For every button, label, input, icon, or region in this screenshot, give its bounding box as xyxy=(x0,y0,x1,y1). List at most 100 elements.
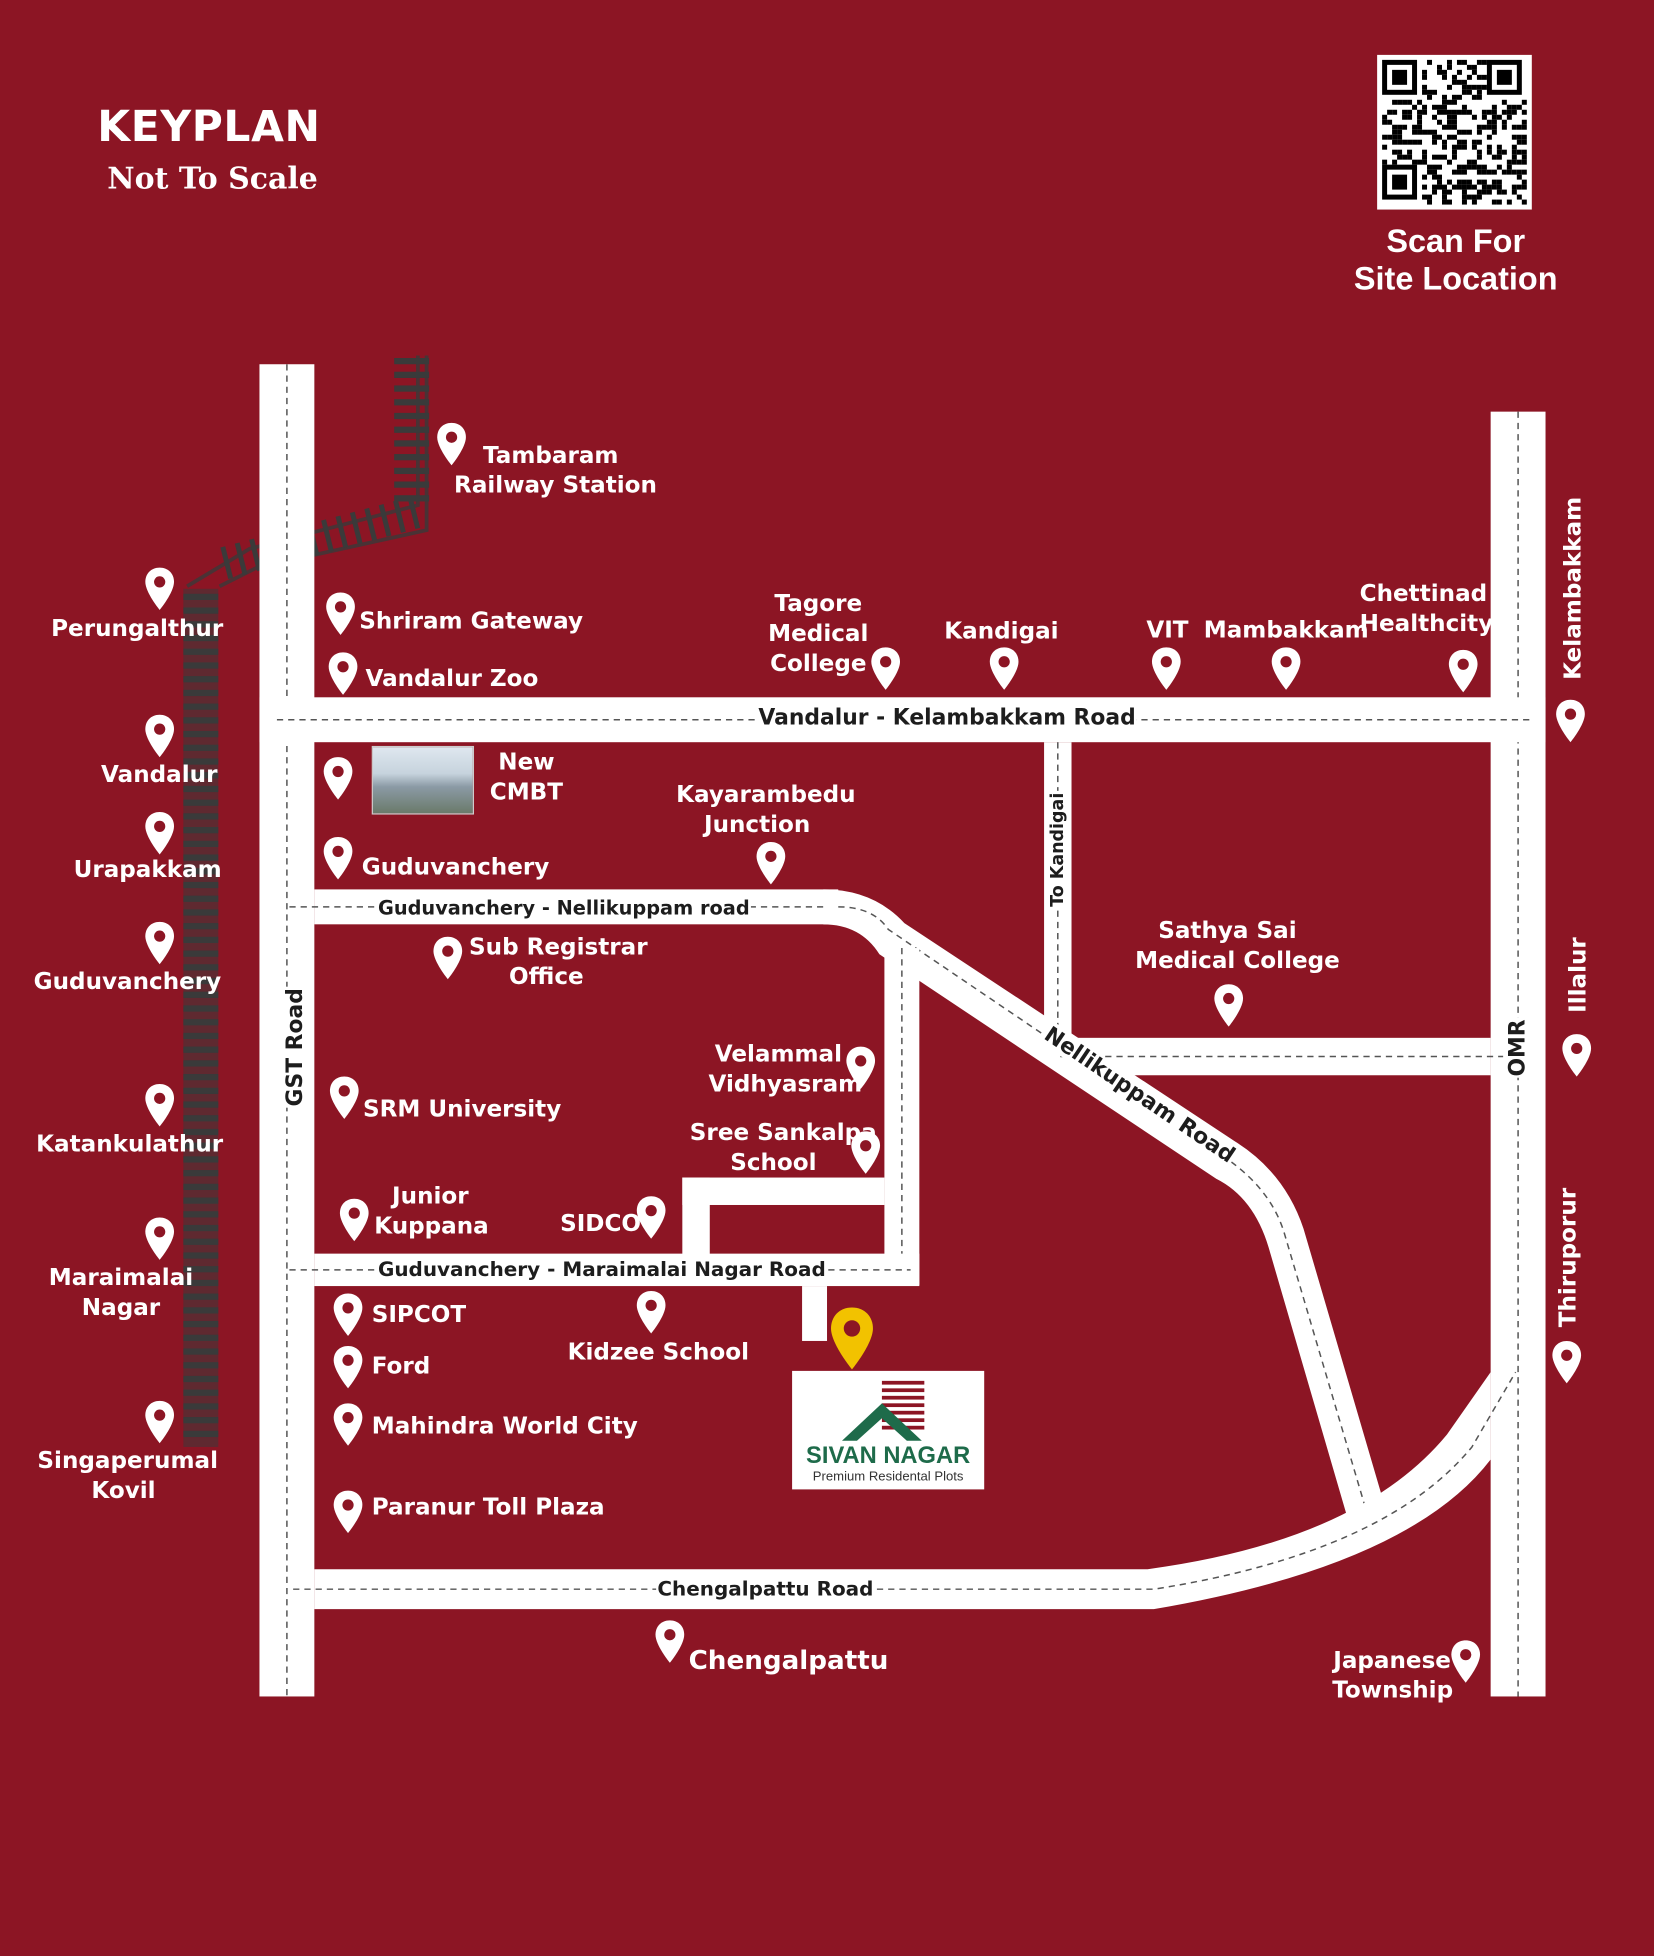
label-sankalpa-line1: Sree Sankalpa xyxy=(689,1120,877,1147)
label-illalur: Illalur xyxy=(1565,937,1592,1013)
label-sathya-sai-line2: Medical College xyxy=(1135,948,1340,975)
road-label-guduvanchery-nellikuppam: Guduvanchery - Nellikuppam road xyxy=(376,896,751,920)
label-chettinad-healthcity: Chettinad Healthcity xyxy=(1359,580,1494,640)
sivan-nagar-logo: SIVAN NAGAR Premium Residental Plots xyxy=(792,1370,985,1490)
label-ford: Ford xyxy=(371,1353,431,1380)
kidzee-school-pin-icon[interactable] xyxy=(635,1290,667,1335)
ford-pin-icon[interactable] xyxy=(332,1345,364,1390)
mambakkam-pin-icon[interactable] xyxy=(1270,646,1302,691)
urapakkam-pin-icon[interactable] xyxy=(143,811,175,856)
label-tagore-line3: College xyxy=(770,651,867,678)
kandigai-pin-icon[interactable] xyxy=(988,646,1020,691)
velammal-vidhyasram-pin-icon[interactable] xyxy=(844,1045,876,1090)
label-chettinad-line1: Chettinad xyxy=(1359,581,1488,608)
qr-caption-line-1: Scan For xyxy=(1386,222,1526,260)
vit-pin-icon[interactable] xyxy=(1150,646,1182,691)
project-tagline: Premium Residental Plots xyxy=(812,1469,964,1485)
label-velammal-line2: Vidhyasram xyxy=(708,1071,863,1098)
road-label-gst: GST Road xyxy=(283,986,309,1108)
label-sankalpa-line2: School xyxy=(730,1150,817,1177)
mahindra-world-city-pin-icon[interactable] xyxy=(332,1402,364,1447)
label-japanese-township: Japanese Township xyxy=(1332,1647,1454,1707)
label-maraimalai-line2: Nagar xyxy=(81,1294,161,1321)
qr-code[interactable] xyxy=(1377,54,1532,210)
guduvanchery-pin-icon[interactable] xyxy=(322,836,354,881)
label-kidzee-school: Kidzee School xyxy=(567,1339,750,1366)
label-kayarambedu-line1: Kayarambedu xyxy=(676,782,856,809)
label-chettinad-line2: Healthcity xyxy=(1359,611,1494,638)
project-access-road xyxy=(802,1286,828,1341)
label-kayarambedu-line2: Junction xyxy=(703,812,811,839)
illalur-pin-icon[interactable] xyxy=(1560,1033,1592,1078)
road-label-chengalpattu: Chengalpattu Road xyxy=(656,1576,875,1601)
kayarambedu-junction-pin-icon[interactable] xyxy=(755,841,787,886)
label-tambaram-railway-station: Tambaram Railway Station xyxy=(454,442,657,502)
label-sathya-sai-medical-college: Sathya Sai Medical College xyxy=(1135,917,1340,977)
label-tagore-line2: Medical xyxy=(768,621,869,648)
label-srm-university: SRM University xyxy=(362,1096,562,1123)
srm-university-pin-icon[interactable] xyxy=(328,1075,360,1120)
chengalpattu-pin-icon[interactable] xyxy=(654,1619,686,1664)
japanese-township-pin-icon[interactable] xyxy=(1449,1639,1481,1684)
road-label-guduvanchery-maraimalai: Guduvanchery - Maraimalai Nagar Road xyxy=(376,1257,827,1282)
label-cmbt-line2: CMBT xyxy=(489,779,564,806)
label-kelambakkam: Kelambakkam xyxy=(1560,496,1587,680)
qr-caption: Scan For Site Location xyxy=(1322,222,1589,297)
label-velammal-line1: Velammal xyxy=(714,1041,843,1068)
project-name: SIVAN NAGAR xyxy=(806,1443,971,1470)
label-guduvanchery-station: Guduvanchery xyxy=(33,969,222,996)
label-kayarambedu-junction: Kayarambedu Junction xyxy=(676,781,856,841)
guduvanchery-station-pin-icon[interactable] xyxy=(143,921,175,966)
label-katankulathur: Katankulathur xyxy=(36,1131,224,1158)
sipcot-pin-icon[interactable] xyxy=(332,1292,364,1337)
label-vandalur: Vandalur xyxy=(101,762,218,789)
label-junior-line1: Junior xyxy=(392,1183,469,1210)
label-shriram-gateway: Shriram Gateway xyxy=(359,608,584,635)
sathya-sai-medical-college-pin-icon[interactable] xyxy=(1212,983,1244,1028)
label-urapakkam: Urapakkam xyxy=(73,856,222,884)
label-kandigai: Kandigai xyxy=(944,618,1059,645)
katankulathur-pin-icon[interactable] xyxy=(143,1083,175,1128)
new-cmbt-pin-icon[interactable] xyxy=(322,756,354,801)
road-label-vandalur-kelambakkam: Vandalur - Kelambakkam Road xyxy=(757,706,1137,731)
tambaram-railway-station-pin-icon[interactable] xyxy=(435,422,467,467)
tagore-medical-college-pin-icon[interactable] xyxy=(869,646,901,691)
label-perungalthur: Perungalthur xyxy=(51,616,224,643)
sree-sankalpa-school-pin-icon[interactable] xyxy=(849,1130,881,1175)
label-chengalpattu: Chengalpattu xyxy=(688,1645,889,1676)
chettinad-healthcity-pin-icon[interactable] xyxy=(1447,649,1479,694)
vandalur-pin-icon[interactable] xyxy=(143,714,175,759)
keyplan-title: KEYPLAN xyxy=(97,102,321,153)
label-thiruporur: Thiruporur xyxy=(1555,1187,1582,1328)
label-cmbt-line1: New xyxy=(498,749,555,776)
shriram-gateway-pin-icon[interactable] xyxy=(324,591,356,636)
sidco-pin-icon[interactable] xyxy=(635,1195,667,1240)
project-location-pin-icon[interactable] xyxy=(828,1305,875,1372)
label-japanese-line2: Township xyxy=(1332,1677,1454,1704)
label-tagore-medical-college: Tagore Medical College xyxy=(763,590,873,680)
chengalpattu-road xyxy=(314,1372,1491,1610)
vandalur-zoo-pin-icon[interactable] xyxy=(327,651,359,696)
junior-kuppana-pin-icon[interactable] xyxy=(338,1198,370,1243)
thiruporur-pin-icon[interactable] xyxy=(1551,1340,1583,1385)
maraimalai-nagar-pin-icon[interactable] xyxy=(143,1216,175,1261)
label-sub-registrar-office: Sub Registrar Office xyxy=(469,933,648,993)
qr-caption-line-2: Site Location xyxy=(1353,259,1558,297)
label-singaperumal-kovil: Singaperumal Kovil xyxy=(37,1447,218,1507)
label-guduvanchery: Guduvanchery xyxy=(361,854,550,881)
label-sidco: SIDCO xyxy=(560,1211,642,1238)
label-singaperumal-line1: Singaperumal xyxy=(37,1448,218,1475)
perungalthur-pin-icon[interactable] xyxy=(143,566,175,611)
label-velammal-vidhyasram: Velammal Vidhyasram xyxy=(708,1040,863,1100)
label-sree-sankalpa-school: Sree Sankalpa School xyxy=(689,1119,877,1179)
label-sipcot: SIPCOT xyxy=(371,1302,467,1329)
label-junior-line2: Kuppana xyxy=(374,1213,489,1240)
label-paranur-toll-plaza: Paranur Toll Plaza xyxy=(371,1494,605,1521)
sub-registrar-office-pin-icon[interactable] xyxy=(432,936,464,981)
singaperumal-kovil-pin-icon[interactable] xyxy=(143,1400,175,1445)
kelambakkam-pin-icon[interactable] xyxy=(1554,699,1586,744)
label-vit: VIT xyxy=(1146,617,1189,644)
paranur-toll-plaza-pin-icon[interactable] xyxy=(332,1489,364,1534)
label-mambakkam: Mambakkam xyxy=(1203,617,1369,644)
